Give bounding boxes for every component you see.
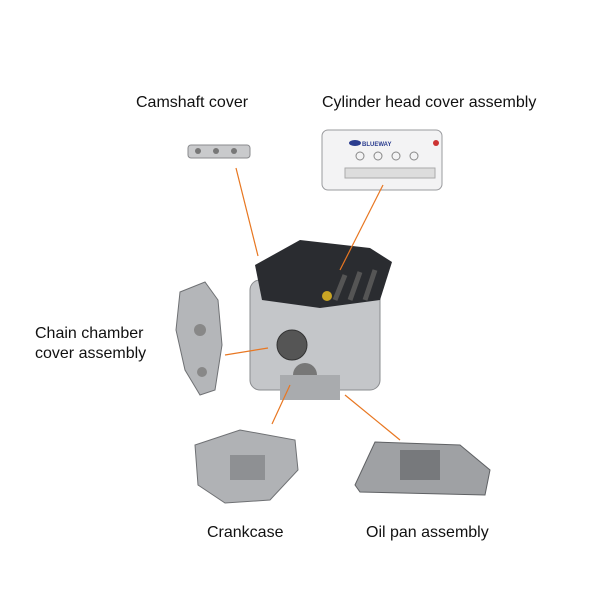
oil-pan-label: Oil pan assembly	[366, 524, 489, 541]
leader-lines	[224, 167, 401, 441]
blueway-logo: BLUEWAY	[362, 142, 391, 148]
camshaft-cover-label: Camshaft cover	[136, 94, 249, 111]
leader-line-chain-chamber	[224, 347, 269, 356]
crankcase-label: Crankcase	[207, 524, 284, 541]
chain-chamber-label-line1: Chain chamber	[35, 325, 144, 342]
chain-chamber-cover-image	[175, 281, 223, 396]
leader-line-cylinder-head	[339, 184, 384, 271]
chain-chamber-label-line2: cover assembly	[35, 345, 147, 362]
cylinder-head-cover-image: BLUEWAY	[321, 129, 443, 191]
cylinder-head-cover-label: Cylinder head cover assembly	[322, 94, 537, 111]
camshaft-cover-image	[187, 144, 251, 159]
crankcase-image	[194, 429, 299, 504]
engine-image	[249, 240, 392, 400]
leader-line-oil-pan	[344, 394, 401, 441]
leader-line-crankcase	[271, 384, 291, 425]
leader-line-camshaft	[235, 167, 259, 257]
oil-pan-image	[354, 441, 491, 496]
